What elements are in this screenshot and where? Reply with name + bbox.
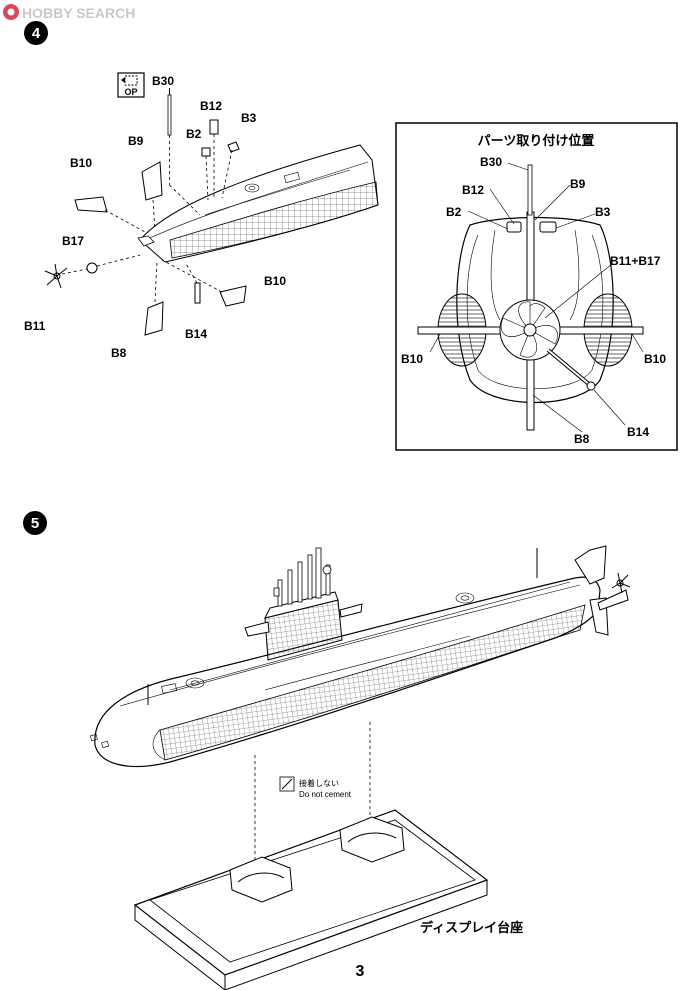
- label-b10-right: B10: [264, 274, 286, 288]
- op-badge-text: OP: [124, 87, 137, 97]
- detail-title: パーツ取り付け位置: [478, 133, 595, 149]
- part-b8-fin: [144, 261, 164, 336]
- label-b14: B14: [185, 327, 207, 341]
- label-b10-left: B10: [70, 156, 92, 170]
- label-b11: B11: [24, 319, 46, 333]
- part-b12: [209, 119, 219, 200]
- step-5: 5: [23, 511, 631, 990]
- label-b12: B12: [200, 99, 222, 113]
- part-b2: [201, 147, 211, 201]
- no-cement-jp: 接着しない: [299, 778, 339, 788]
- detail-label-b9: B9: [570, 177, 586, 191]
- step-4-number: 4: [32, 25, 41, 42]
- part-b10-fin-left: [74, 196, 146, 233]
- detail-label-b3: B3: [595, 205, 611, 219]
- label-b3: B3: [241, 111, 257, 125]
- detail-label-b12: B12: [462, 183, 484, 197]
- stand-label: ディスプレイ台座: [420, 920, 523, 936]
- part-b30-mast: [167, 88, 201, 216]
- label-b17: B17: [62, 234, 84, 248]
- submarine: [89, 545, 631, 768]
- part-b14-rod: [184, 261, 201, 304]
- step-4-badge: [24, 21, 48, 45]
- detail-label-b14: B14: [627, 425, 649, 439]
- op-badge: [117, 72, 145, 98]
- watermark-logo: HOBBY SEARCH: [3, 4, 135, 21]
- part-b10-fin-right: [161, 259, 247, 307]
- part-b17-cap: [86, 254, 141, 274]
- display-stand: [133, 809, 489, 990]
- label-b2: B2: [186, 127, 202, 141]
- part-b9-fin: [141, 161, 163, 231]
- detail-label-b30: B30: [480, 155, 502, 169]
- detail-label-b8: B8: [574, 432, 590, 446]
- watermark-text: HOBBY SEARCH: [22, 5, 135, 21]
- page-number: 3: [356, 963, 365, 980]
- do-not-cement-note: 接着しない Do not cement: [279, 776, 352, 799]
- detail-label-b10-left: B10: [401, 352, 423, 366]
- label-b8: B8: [111, 346, 127, 360]
- detail-label-b2: B2: [446, 205, 462, 219]
- detail-box: パーツ取り付け位置: [395, 122, 678, 451]
- label-b30: B30: [152, 74, 174, 88]
- detail-label-b10-right: B10: [644, 352, 666, 366]
- part-b3: [221, 141, 240, 199]
- step-5-number: 5: [31, 515, 39, 532]
- no-cement-en: Do not cement: [299, 790, 352, 799]
- stern-hull: [137, 144, 379, 263]
- part-b11-propeller: [44, 263, 88, 289]
- label-b9: B9: [128, 134, 144, 148]
- detail-label-b11-b17: B11+B17: [610, 254, 661, 268]
- step-4: 4 OP: [24, 21, 379, 360]
- step-5-badge: [23, 511, 47, 535]
